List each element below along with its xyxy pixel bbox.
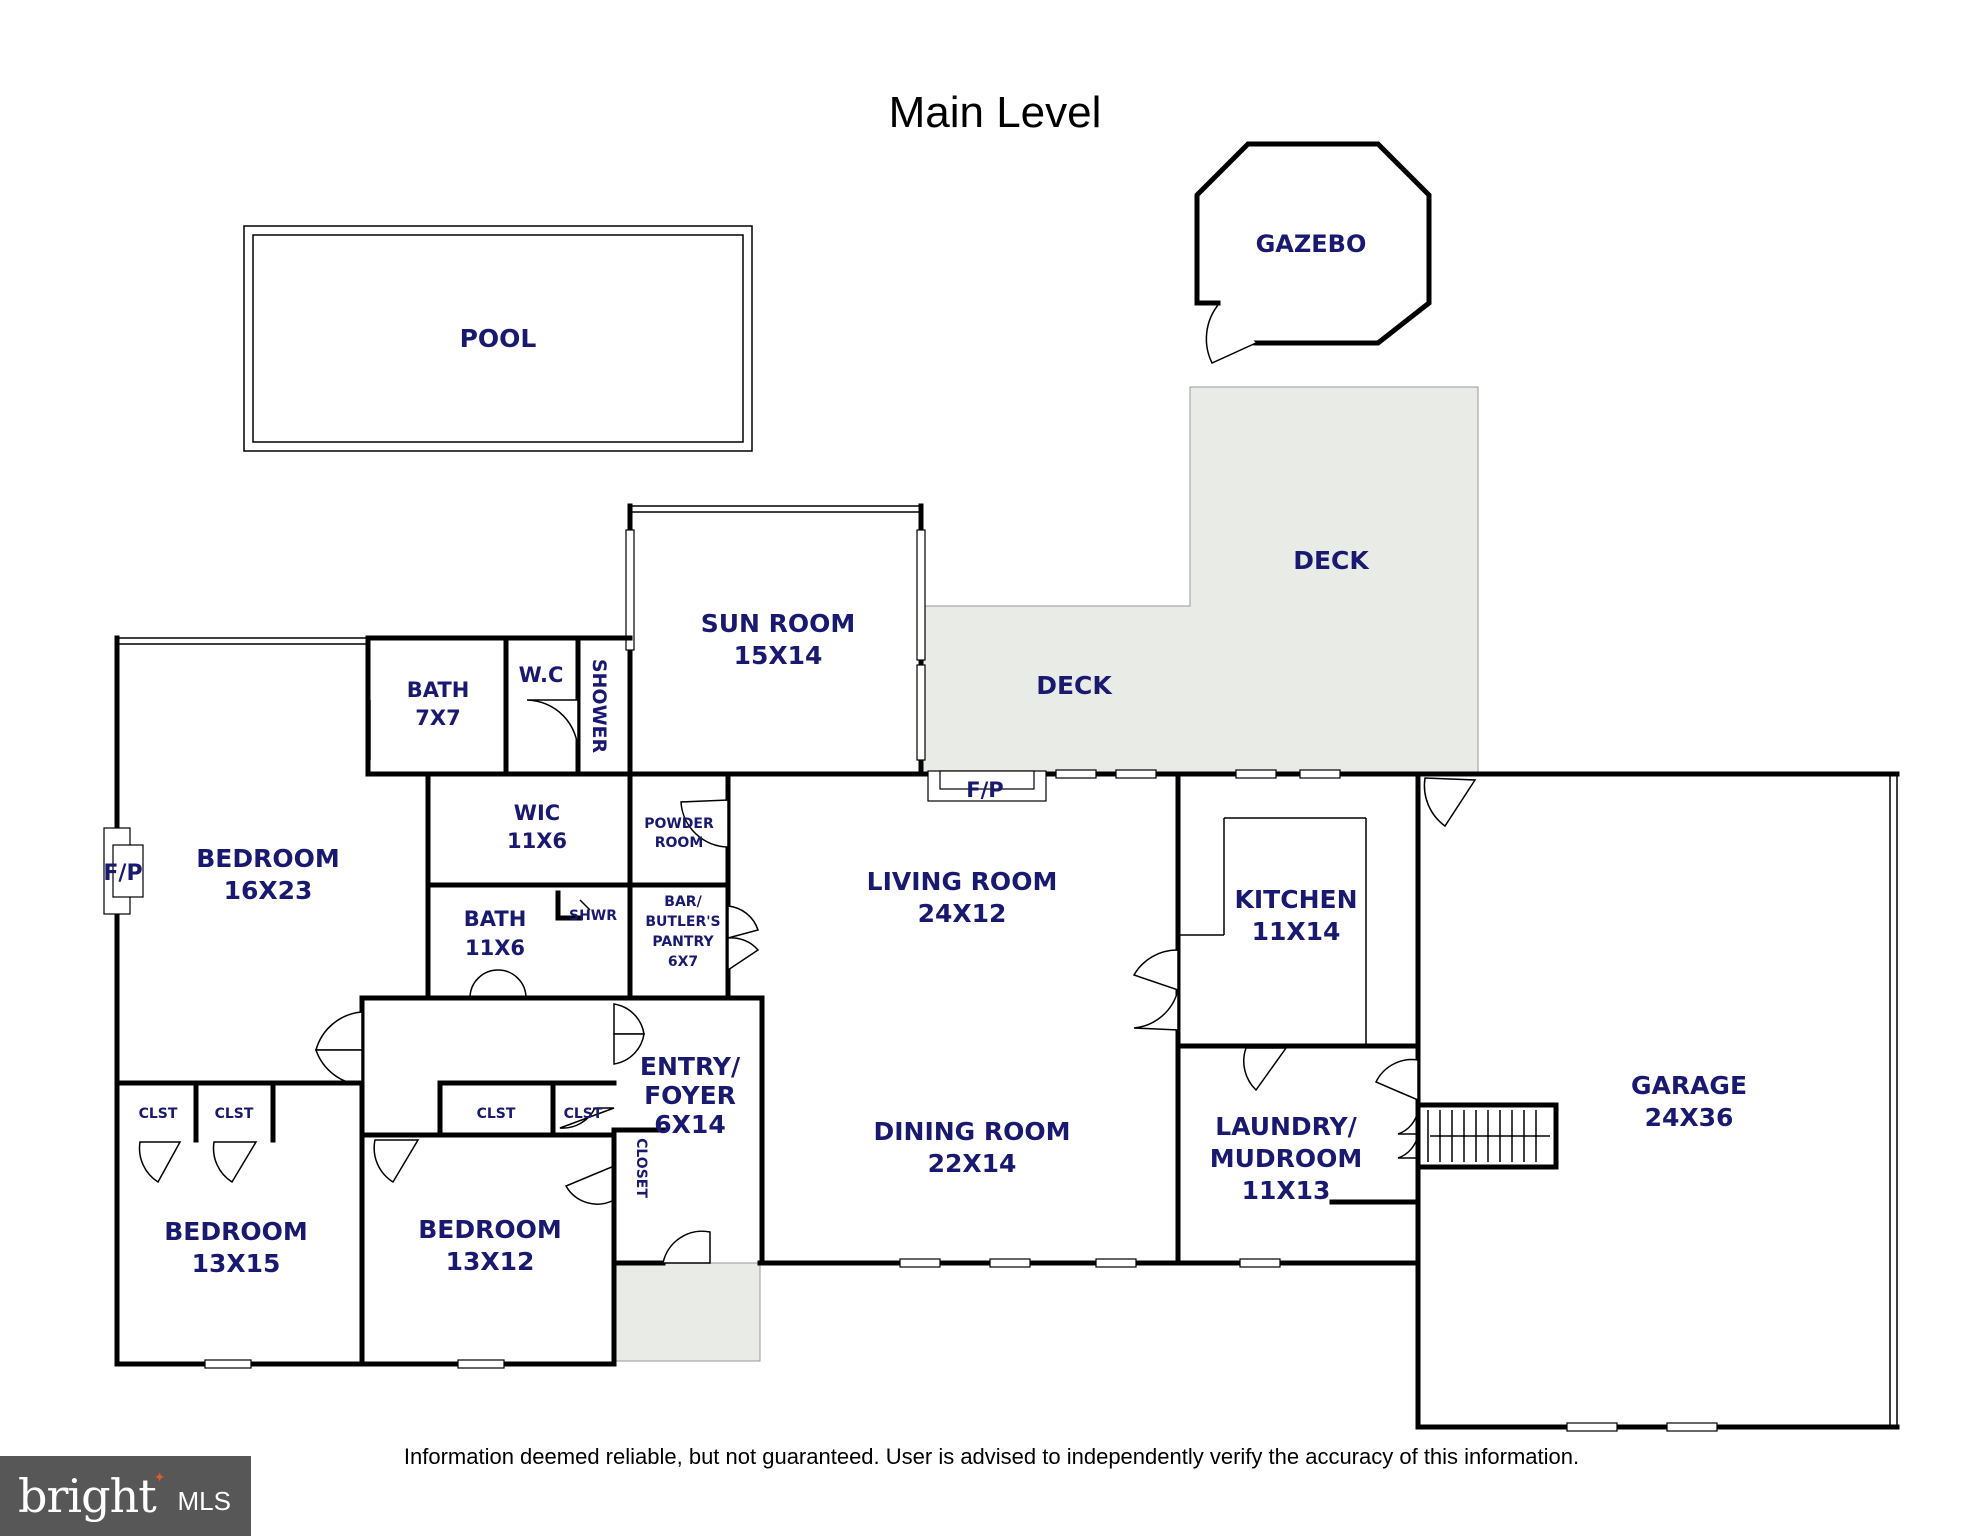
bedroom-3-size: 13X12 [446,1247,535,1276]
entry-walls [564,1127,711,1264]
pool-label: POOL [460,324,537,353]
bright-mls-logo: bright ✦ MLS [0,1456,251,1536]
logo-suffix: MLS [177,1485,231,1516]
dining-room-size: 22X14 [928,1149,1017,1178]
plan-title: Main Level [889,88,1102,137]
bedroom-2-name: BEDROOM [164,1217,308,1246]
bar-line3: PANTRY [652,934,714,950]
kitchen-walls [1132,771,1421,1266]
closet-label: CLOSET [633,1138,649,1198]
deck-area [920,386,1479,775]
master-bedroom-walls [103,827,365,1086]
bar-line2: BUTLER'S [645,914,720,930]
hall-bath-size: 11X6 [465,936,525,960]
master-bedroom-name: BEDROOM [196,844,340,873]
logo-spark-icon: ✦ [153,1470,166,1486]
master-bedroom-size: 16X23 [224,876,313,905]
entry-size: 6X14 [654,1110,725,1139]
bar-line1: BAR/ [664,894,702,910]
entry-porch [613,1262,761,1362]
closets [114,1080,617,1184]
living-fireplace [927,770,1047,802]
wc-label: W.C [519,663,564,687]
gazebo [1194,141,1432,364]
entry-line2: FOYER [644,1081,736,1110]
clst-1-label: CLST [139,1106,178,1122]
garage-name: GARAGE [1631,1071,1747,1100]
deck-label-upper: DECK [1293,546,1370,575]
shower-label: SHOWER [588,659,610,754]
wic-size: 11X6 [507,829,567,853]
sun-room-name: SUN ROOM [701,609,856,638]
bedroom-2-size: 13X15 [192,1249,281,1278]
kitchen-size: 11X14 [1252,917,1341,946]
laundry-size: 11X13 [1242,1176,1331,1205]
sun-room-size: 15X14 [734,641,823,670]
kitchen-name: KITCHEN [1235,885,1358,914]
logo-brand: bright [18,1469,157,1523]
entry-line1: ENTRY/ [640,1052,741,1081]
master-bath-size: 7X7 [415,706,460,730]
wic-name: WIC [514,801,560,825]
master-bath-name: BATH [407,678,470,702]
clst-2-label: CLST [215,1106,254,1122]
bedroom-3-name: BEDROOM [418,1215,562,1244]
garage-stairs [1415,1102,1559,1170]
deck-label-lower: DECK [1036,671,1113,700]
laundry-line1: LAUNDRY/ [1215,1112,1357,1141]
living-room-size: 24X12 [918,899,1007,928]
hall-bath [425,882,591,1001]
laundry-line2: MUDROOM [1210,1144,1363,1173]
garage-walls [1423,777,1477,828]
garage-size: 24X36 [1645,1103,1734,1132]
clst-4-label: CLST [564,1106,603,1122]
bar-pantry [727,905,760,972]
clst-3-label: CLST [477,1106,516,1122]
powder-room-line2: ROOM [655,835,704,851]
shwr-label: SHWR [569,908,617,924]
hall-bath-name: BATH [464,907,527,931]
dining-room-name: DINING ROOM [873,1117,1070,1146]
pool [243,225,753,452]
gazebo-label: GAZEBO [1256,230,1367,258]
powder-room-line1: POWDER [644,816,714,832]
disclaimer-text: Information deemed reliable, but not gua… [403,1444,1580,1469]
living-room-name: LIVING ROOM [867,867,1058,896]
bedroom-fireplace-label: F/P [103,861,142,886]
sun-room [625,503,926,777]
bedroom-walls [116,769,1718,1432]
bar-line4: 6X7 [668,954,698,970]
living-fireplace-label: F/P [966,778,1003,802]
